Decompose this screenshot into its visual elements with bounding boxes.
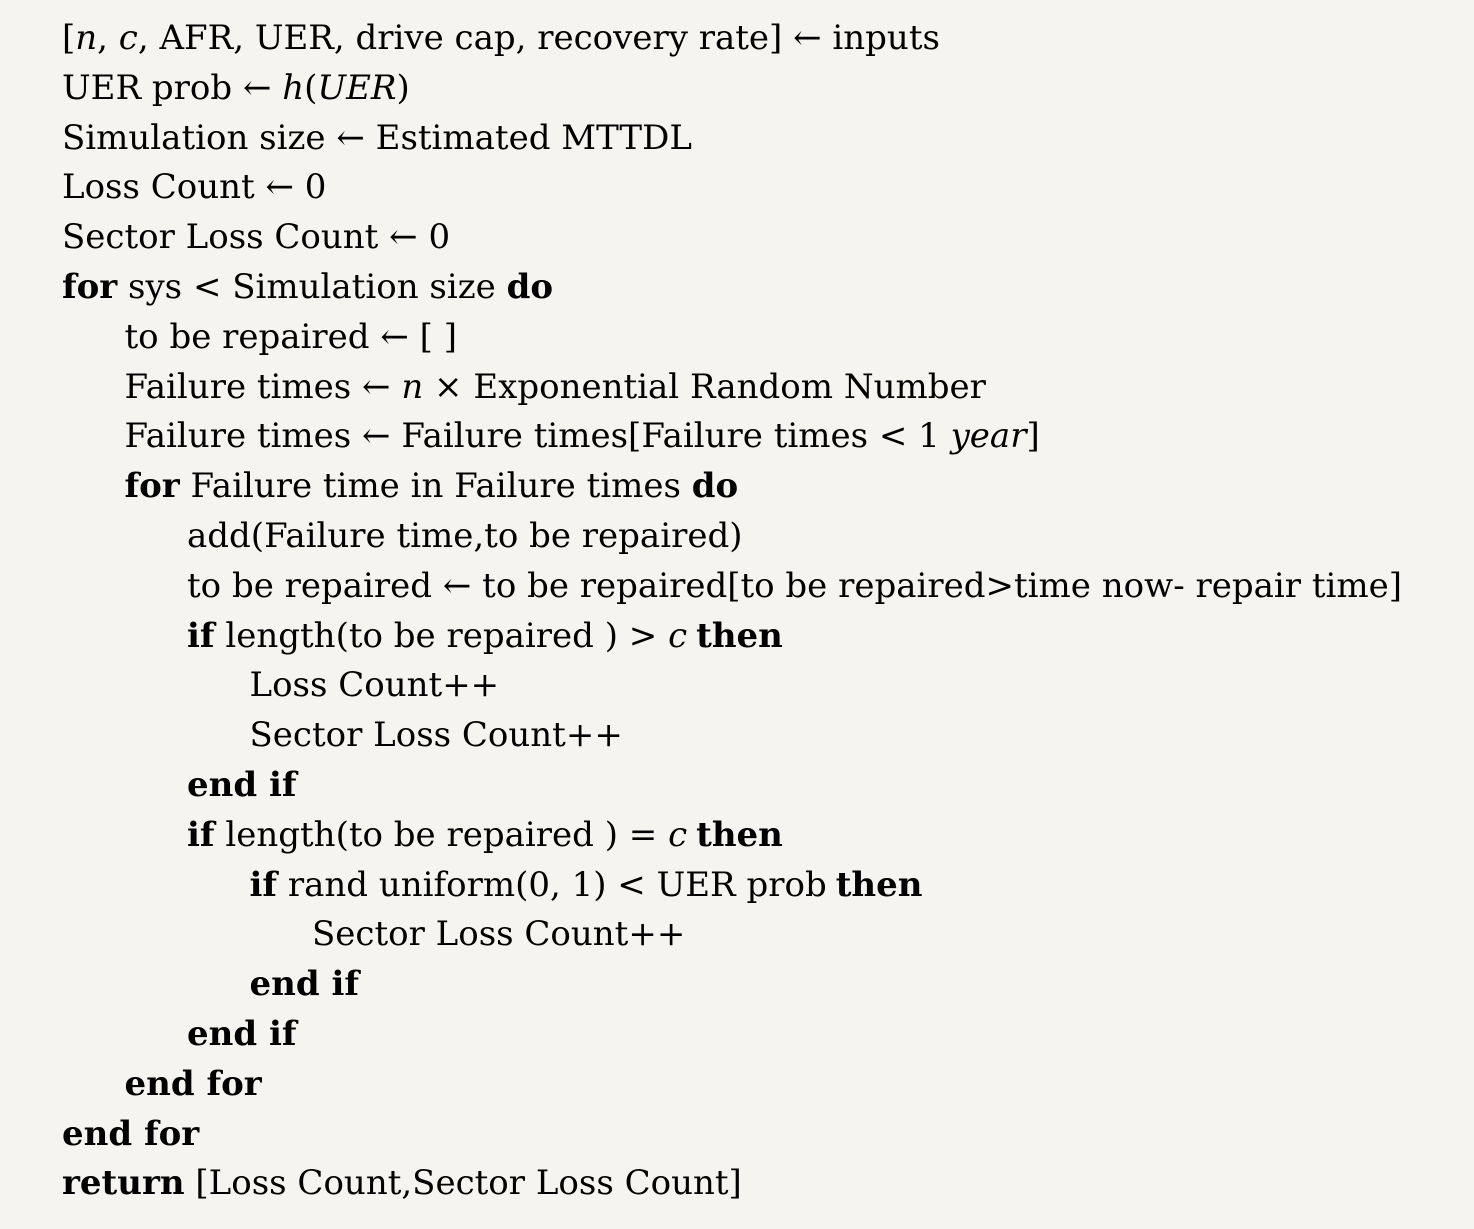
- algorithm-line: return [Loss Count,Sector Loss Count]: [62, 1163, 742, 1203]
- statement-text: ]: [1026, 416, 1040, 457]
- math-symbol: c: [668, 814, 688, 855]
- statement-text: rand uniform(0, 1) < UER prob: [277, 864, 827, 905]
- keyword: then: [696, 615, 783, 656]
- statement-text: × Exponential Random Number: [423, 366, 986, 407]
- algorithm-line: end if: [187, 765, 297, 805]
- algorithm-line: Failure times ← Failure times[Failure ti…: [125, 416, 1040, 456]
- algorithm-line: end if: [250, 964, 360, 1004]
- statement-text: Sector Loss Count++: [312, 914, 686, 955]
- algorithm-line: Sector Loss Count++: [250, 715, 623, 755]
- keyword: if: [187, 814, 215, 855]
- algorithm-line: Failure times ← n × Exponential Random N…: [125, 367, 986, 407]
- algorithm-line: Loss Count ← 0: [62, 167, 326, 207]
- keyword: if: [187, 615, 215, 656]
- math-symbol: UER: [317, 67, 397, 108]
- algorithm-line: end for: [125, 1064, 262, 1104]
- statement-text: Sector Loss Count++: [249, 715, 623, 756]
- keyword: if: [249, 864, 278, 905]
- algorithm-line: end if: [187, 1014, 297, 1054]
- algorithm-line: to be repaired ← [ ]: [125, 317, 458, 357]
- statement-text: Simulation size ← Estimated MTTDL: [62, 117, 692, 158]
- statement-text: Sector Loss Count ← 0: [62, 217, 451, 258]
- keyword: for: [62, 267, 118, 307]
- keyword: then: [835, 864, 923, 905]
- statement-text: length(to be repaired ) >: [214, 615, 669, 656]
- keyword: do: [691, 466, 739, 507]
- statement-text: Loss Count++: [249, 665, 500, 706]
- math-symbol: year: [950, 416, 1027, 457]
- keyword: for: [124, 466, 180, 507]
- statement-text: Loss Count ← 0: [62, 167, 327, 208]
- statement-text: , AFR, UER, drive cap, recovery rate] ← …: [137, 18, 940, 58]
- statement-text: [: [62, 18, 76, 58]
- algorithm-line: end for: [62, 1114, 199, 1154]
- algorithm-line: UER prob ← h(UER): [62, 68, 410, 108]
- math-symbol: c: [118, 18, 138, 58]
- statement-text: ): [396, 67, 410, 108]
- statement-text: to be repaired ← to be repaired[to be re…: [187, 565, 1403, 606]
- keyword: then: [696, 814, 783, 855]
- statement-text: sys < Simulation size: [117, 267, 507, 307]
- algorithm-line: to be repaired ← to be repaired[to be re…: [187, 566, 1402, 606]
- algorithm-line: Simulation size ← Estimated MTTDL: [62, 118, 692, 158]
- statement-text: (: [304, 67, 318, 108]
- algorithm-line: Loss Count++: [250, 665, 500, 705]
- keyword: end for: [124, 1063, 262, 1104]
- keyword: return: [62, 1163, 185, 1204]
- keyword: end for: [62, 1113, 200, 1154]
- math-symbol: h: [282, 67, 305, 108]
- algorithm-line: for sys < Simulation size do: [62, 267, 553, 307]
- statement-text: add(Failure time,to be repaired): [187, 516, 743, 556]
- algorithm-line: Sector Loss Count++: [312, 914, 685, 954]
- keyword: end if: [249, 964, 360, 1005]
- math-symbol: n: [401, 366, 424, 407]
- keyword: end if: [187, 1014, 297, 1054]
- statement-text: [Loss Count,Sector Loss Count]: [184, 1163, 742, 1204]
- algorithm-line: Sector Loss Count ← 0: [62, 217, 450, 257]
- keyword: do: [506, 267, 554, 307]
- statement-text: Failure times ← Failure times[Failure ti…: [124, 416, 951, 457]
- math-symbol: n: [75, 18, 98, 58]
- statement-text: ,: [97, 18, 119, 58]
- math-symbol: c: [668, 615, 688, 656]
- statement-text: length(to be repaired ) =: [214, 814, 669, 855]
- statement-text: Failure time in Failure times: [179, 466, 692, 507]
- algorithm-line: for Failure time in Failure times do: [125, 466, 739, 506]
- algorithm-line: add(Failure time,to be repaired): [187, 516, 742, 556]
- keyword: end if: [187, 765, 297, 805]
- statement-text: UER prob ←: [62, 67, 283, 108]
- statement-text: Failure times ←: [124, 366, 402, 407]
- algorithm-line: [n, c, AFR, UER, drive cap, recovery rat…: [62, 18, 940, 58]
- statement-text: to be repaired ← [ ]: [124, 316, 458, 357]
